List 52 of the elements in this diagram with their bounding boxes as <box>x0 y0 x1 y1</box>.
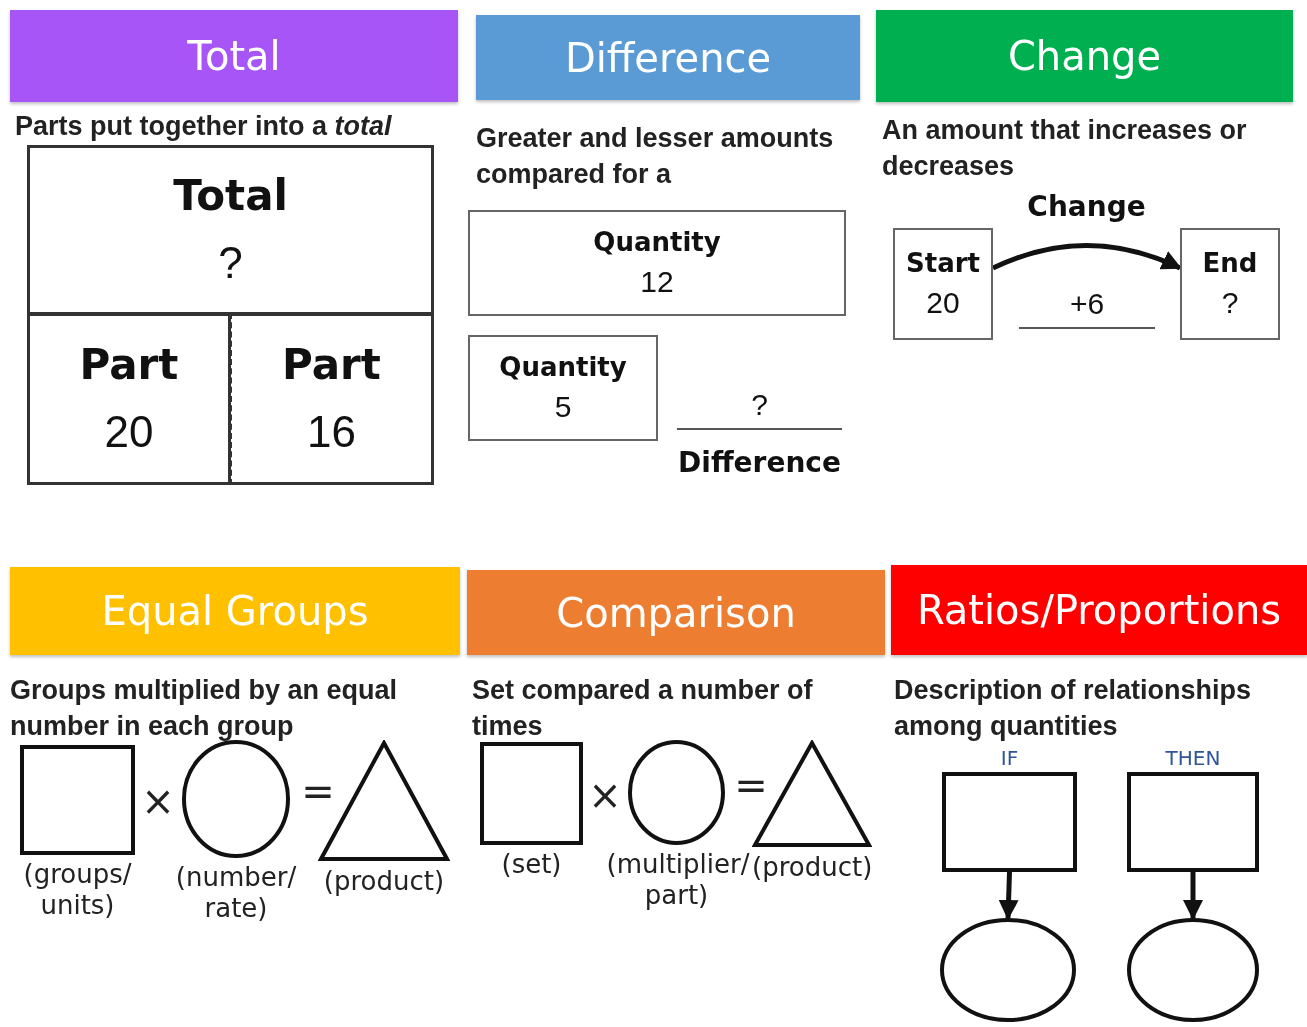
box-value: 20 <box>104 410 154 454</box>
box-heading: Quantity <box>499 354 627 380</box>
shape-caption: (number/ rate) <box>174 862 298 925</box>
category-banner: Difference <box>476 15 860 100</box>
arrow <box>992 243 1182 271</box>
fill-in-line: +6 <box>1019 287 1155 329</box>
box-heading: Quantity <box>593 229 721 255</box>
arrow <box>1183 872 1203 920</box>
box-heading: Start <box>906 250 980 276</box>
bar-model-box <box>468 210 846 316</box>
operator-symbol: × <box>588 772 622 818</box>
category-banner: Total <box>10 10 458 102</box>
box-heading: End <box>1202 250 1258 276</box>
category-banner: Change <box>876 10 1293 102</box>
box-value: 5 <box>554 392 572 422</box>
box-value: ? <box>218 241 243 285</box>
shape-caption: (set) <box>500 849 563 881</box>
shape-caption: (product) <box>322 866 446 898</box>
line-caption: Difference <box>677 446 842 479</box>
operator-symbol: = <box>300 768 336 814</box>
box-heading: Total <box>173 175 288 217</box>
operator-symbol: = <box>734 762 768 808</box>
box-value: 16 <box>307 410 356 454</box>
bar-model-box <box>229 313 434 485</box>
description-text: Set compared a number of times <box>472 674 814 743</box>
description-text: Groups multiplied by an equal number in each group <box>10 674 399 743</box>
description-text: Parts put together into a total <box>15 110 393 143</box>
shape-caption: (groups/ units) <box>22 859 133 922</box>
description-text: Description of relationships among quantities <box>894 674 1253 743</box>
circle-shape <box>1127 918 1259 1022</box>
box-value: 20 <box>926 288 960 318</box>
description-text: Greater and lesser amounts compared for a <box>475 122 835 191</box>
category-banner: Equal Groups <box>10 567 460 655</box>
category-banner: Ratios/Proportions <box>891 565 1307 655</box>
circle-shape <box>940 918 1076 1022</box>
bar-model-box <box>27 145 434 315</box>
bar-model-box <box>893 228 993 340</box>
fill-in-line: ? <box>677 388 842 430</box>
description-text: An amount that increases or decreases <box>882 114 1248 183</box>
box-heading: Part <box>282 344 381 386</box>
arrow <box>998 871 1019 920</box>
shape-caption: (product) <box>752 852 872 884</box>
bar-model-box <box>1180 228 1280 340</box>
box-value: 12 <box>640 267 674 297</box>
condition-label: THEN <box>1164 746 1222 770</box>
box-heading: Part <box>79 344 179 386</box>
box-value: ? <box>1221 288 1239 318</box>
category-banner: Comparison <box>467 570 885 655</box>
condition-label: IF <box>999 746 1020 770</box>
operator-symbol: × <box>140 778 176 824</box>
bar-model-box <box>468 335 658 441</box>
bar-model-box <box>27 313 231 485</box>
